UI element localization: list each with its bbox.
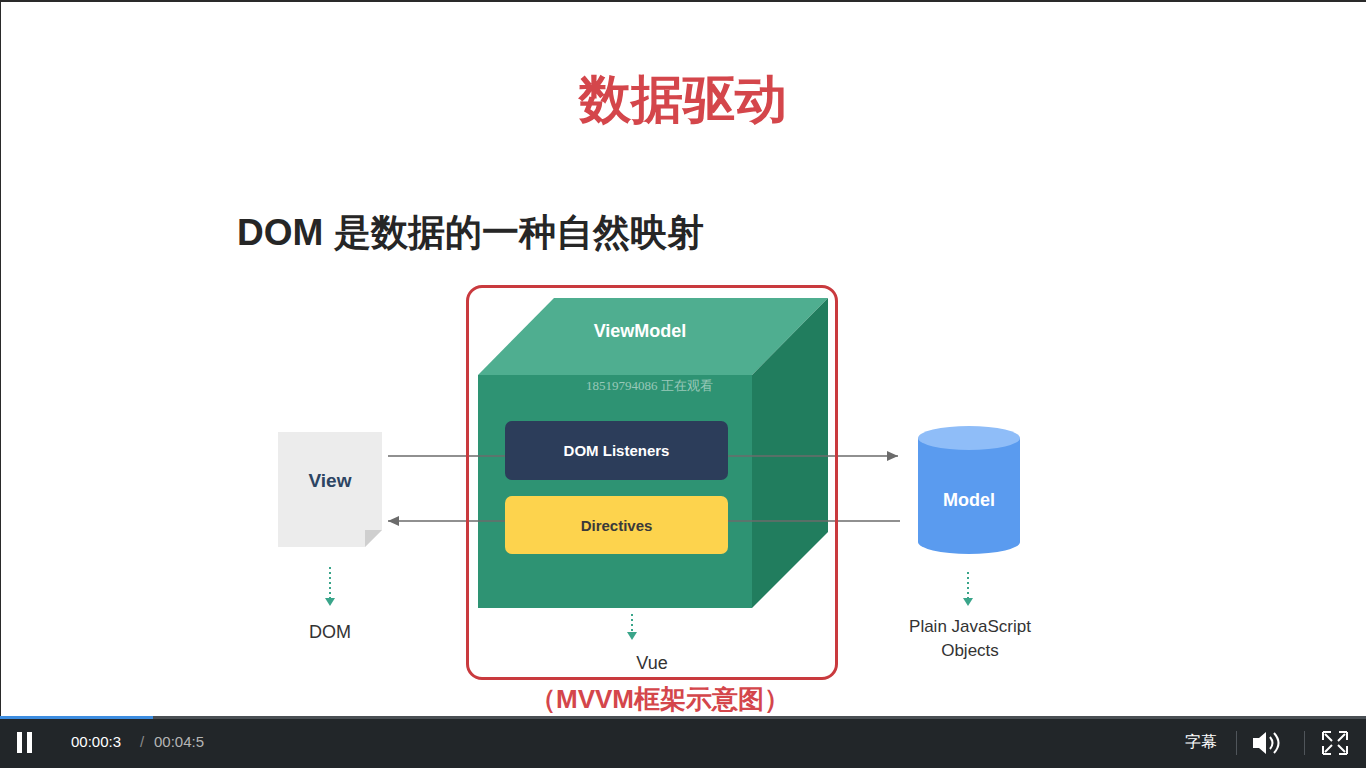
title-holder: 数据驱动 — [0, 68, 1366, 130]
view-page: View — [278, 432, 382, 547]
directives-box: Directives — [505, 496, 728, 554]
time-separator-holder: / — [140, 733, 152, 751]
node-text: DOM Listeners — [564, 441, 670, 460]
arrow-head — [325, 598, 335, 606]
dom-label-holder: DOM — [280, 620, 380, 644]
watermark: 18519794086 正在观看 — [586, 378, 713, 393]
player-controls — [0, 716, 1366, 768]
connector-arrow — [728, 520, 900, 522]
cylinder-body — [918, 438, 1020, 554]
node-text: ViewModel — [478, 320, 802, 342]
cube-top — [478, 298, 828, 375]
objects-label-holder: Plain JavaScript Objects — [890, 615, 1050, 663]
dotted-down-arrow — [967, 572, 969, 598]
node-text: View — [309, 470, 352, 492]
left-border — [0, 0, 1, 716]
cube-side — [752, 298, 828, 608]
watermark-holder: 18519794086 正在观看 — [586, 376, 806, 394]
dotted-down-arrow — [631, 614, 633, 632]
volume-icon — [1253, 732, 1266, 754]
separator — [1304, 731, 1305, 755]
separator — [1236, 731, 1237, 755]
current-time-holder: 00:00:3 — [71, 733, 141, 751]
arrow-head — [627, 632, 637, 640]
model-cylinder: Model — [918, 426, 1020, 554]
connector-arrow — [728, 455, 898, 457]
objects-label: Plain JavaScript Objects — [909, 617, 1031, 660]
subtitle-holder: DOM 是数据的一种自然映射 — [237, 211, 997, 255]
caption: （MVVM框架示意图） — [530, 684, 790, 714]
current-time: 00:00:3 — [71, 733, 121, 750]
page-fold — [365, 530, 382, 547]
slide-title: 数据驱动 — [579, 68, 787, 130]
player-bar — [0, 716, 1366, 768]
vue-frame: Vue ViewModelDOM ListenersDirectives — [466, 285, 838, 680]
arrow-head — [963, 598, 973, 606]
volume-wave — [1270, 737, 1273, 749]
viewmodel-cube: ViewModelDOM ListenersDirectives — [478, 298, 828, 608]
progress-track — [0, 716, 1366, 719]
cube-front — [478, 375, 752, 608]
subtitle: DOM 是数据的一种自然映射 — [237, 212, 704, 253]
pause-bar — [17, 732, 22, 753]
subtitle-button: 字幕 — [1185, 733, 1217, 750]
connector-arrow — [388, 455, 505, 457]
dom-listeners-box: DOM Listeners — [505, 421, 728, 480]
pause-bar — [27, 732, 32, 753]
node-text: Directives — [581, 516, 653, 535]
progress-fill — [0, 716, 153, 719]
subtitle-button-holder: 字幕 — [1185, 732, 1225, 752]
volume-wave — [1274, 733, 1279, 753]
node-text: Vue — [636, 652, 667, 674]
time-separator: / — [140, 733, 144, 750]
node-text: Model — [943, 489, 995, 511]
total-time-holder: 00:04:5 — [154, 733, 224, 751]
dotted-down-arrow — [329, 567, 331, 598]
caption-holder: （MVVM框架示意图） — [0, 684, 1320, 714]
page-sheet — [278, 432, 382, 547]
fullscreen-icon — [1323, 732, 1347, 754]
connector-arrow — [388, 520, 505, 522]
top-border — [0, 0, 1366, 2]
total-time: 00:04:5 — [154, 733, 204, 750]
dom-label: DOM — [309, 622, 351, 642]
cylinder-top — [918, 426, 1020, 450]
